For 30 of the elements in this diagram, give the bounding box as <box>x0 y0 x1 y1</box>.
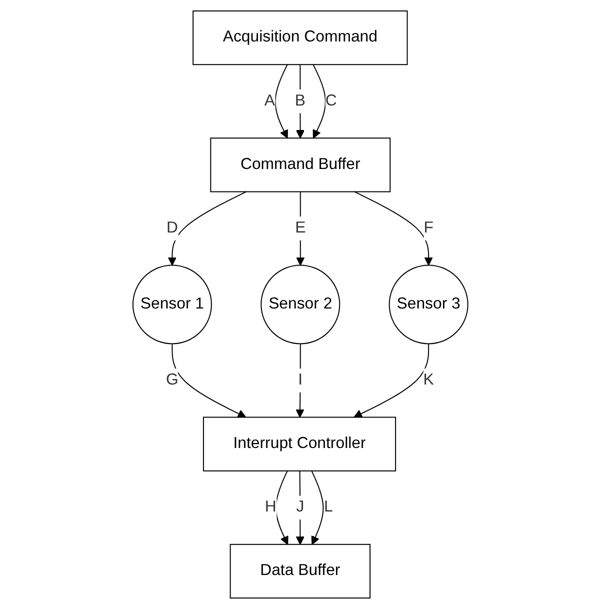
node-box: Acquisition Command <box>192 10 408 66</box>
node-circle: Sensor 2 <box>260 264 340 344</box>
arrow <box>311 470 324 545</box>
node-box: Data Buffer <box>230 544 371 599</box>
node-circle: Sensor 1 <box>132 264 212 344</box>
edge-label: H <box>264 498 276 516</box>
arrow <box>274 64 288 138</box>
edge-label: G <box>166 372 178 388</box>
edge-label: I <box>298 372 303 388</box>
edge-label: D <box>166 220 178 236</box>
arrow <box>354 343 430 418</box>
edge-label: C <box>325 92 337 110</box>
node-box: Command Buffer <box>210 138 391 192</box>
edge-label: E <box>295 220 306 236</box>
arrow <box>354 191 434 266</box>
arrow <box>312 64 326 138</box>
arrow <box>172 343 246 418</box>
edge-label: K <box>423 372 434 388</box>
arrow <box>168 191 247 266</box>
node-box: Interrupt Controller <box>203 416 396 472</box>
edge-label: J <box>296 498 304 516</box>
node-circle: Sensor 3 <box>388 264 468 344</box>
edge-label: F <box>424 220 434 236</box>
arrow <box>296 470 305 545</box>
edge-label: A <box>264 92 276 110</box>
arrow <box>296 64 305 138</box>
arrow <box>276 470 288 545</box>
edge-label: B <box>294 92 306 110</box>
arrow <box>296 191 305 266</box>
edge-label: L <box>324 498 333 516</box>
